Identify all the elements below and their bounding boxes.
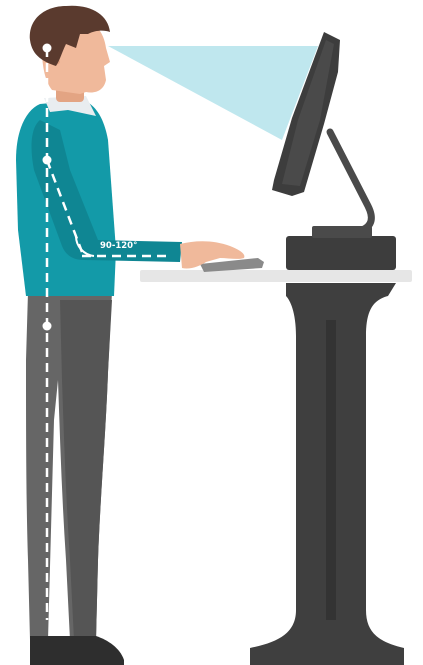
monitor-arm <box>330 132 371 230</box>
neck-joint-marker <box>43 90 52 99</box>
person <box>16 6 244 665</box>
standing-desk <box>140 270 412 665</box>
shoulder-joint-marker <box>43 156 52 165</box>
monitor-base <box>286 236 396 270</box>
desk-leg-highlight <box>326 320 336 620</box>
sight-cone <box>108 46 318 140</box>
shoe <box>30 636 124 665</box>
elbow-angle-label: 90-120° <box>100 241 137 251</box>
desk-top <box>140 270 412 282</box>
head-joint-marker <box>43 44 52 53</box>
hip-joint-marker <box>43 322 52 331</box>
